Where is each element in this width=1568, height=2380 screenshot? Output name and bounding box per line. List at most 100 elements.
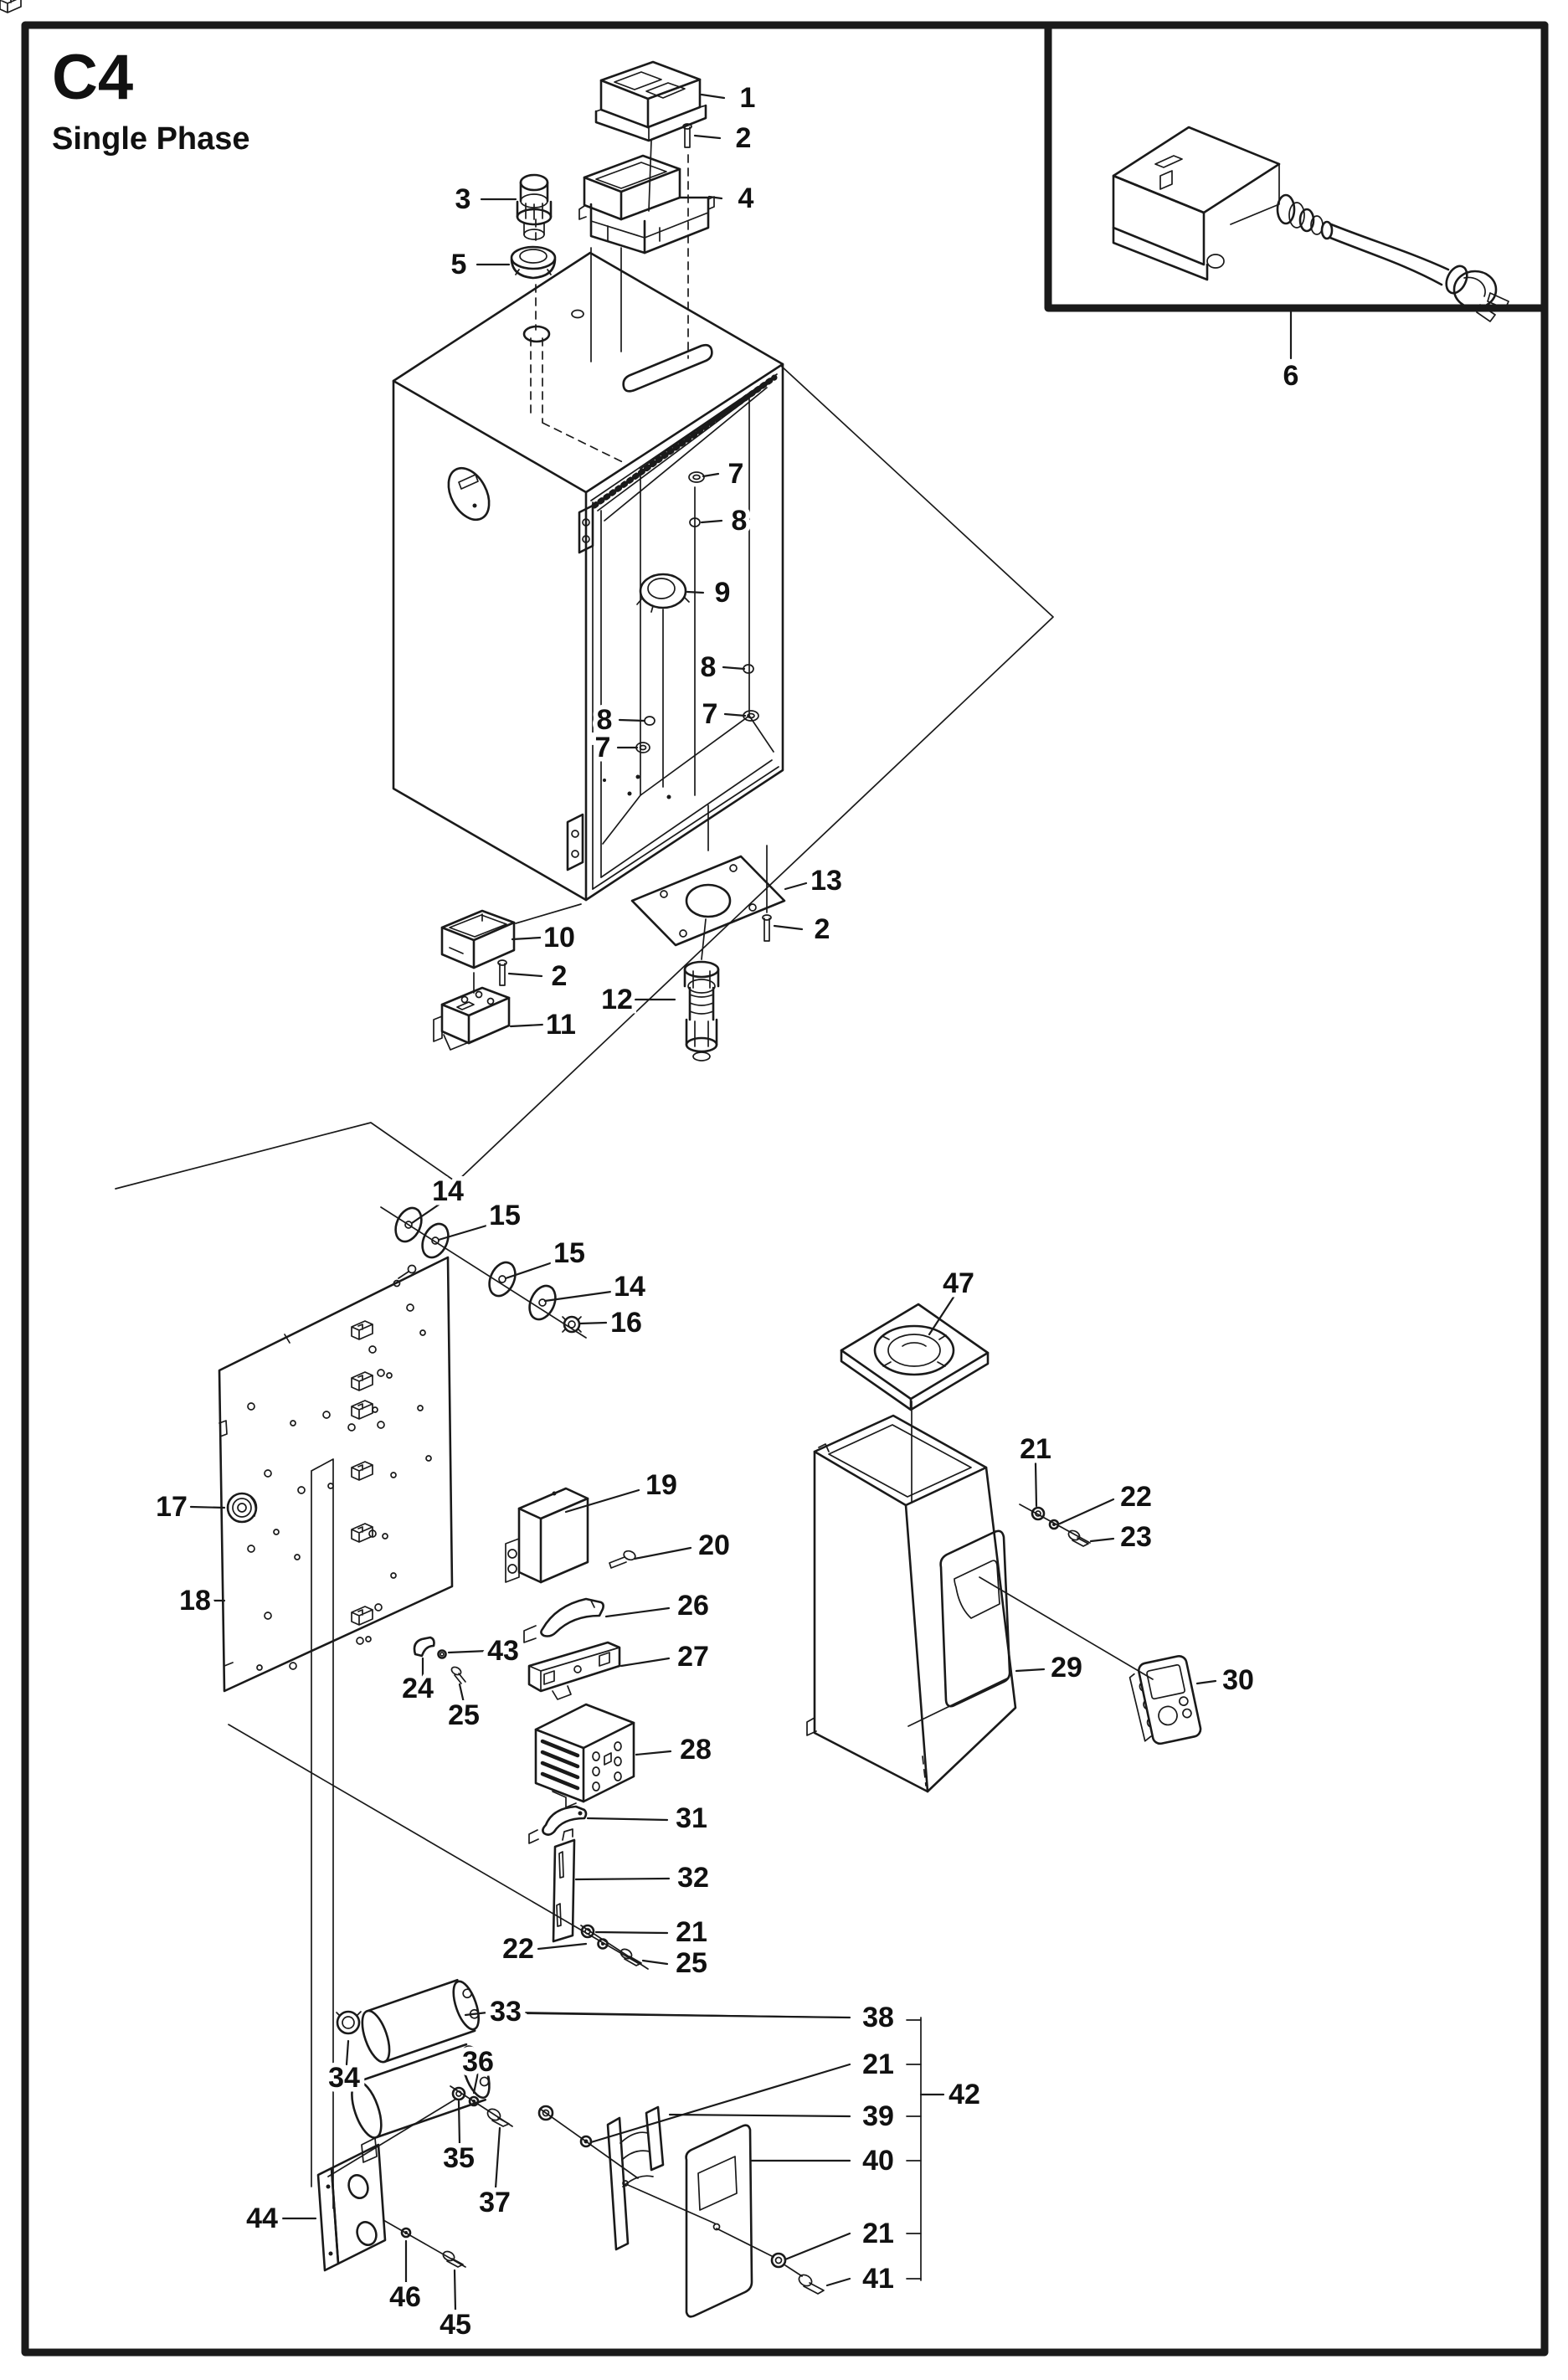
leader-line-14b xyxy=(543,1290,613,1303)
part-41-screw xyxy=(798,2274,825,2295)
part-46-stud xyxy=(400,2227,412,2239)
part-2c-screw xyxy=(762,914,772,942)
part-label-13: 13 xyxy=(810,865,842,897)
part-21e-nut xyxy=(770,2252,787,2269)
part-19-relay xyxy=(505,1487,589,1584)
leader-line-15a xyxy=(437,1222,494,1241)
part-label-12: 12 xyxy=(601,984,633,1015)
part-label-11: 11 xyxy=(546,1009,576,1041)
part-label-33: 33 xyxy=(490,1996,522,2028)
part-label-42: 42 xyxy=(949,2079,980,2110)
leader-line-26 xyxy=(604,1606,671,1618)
part-label-7b: 7 xyxy=(702,698,718,730)
leader-line-39 xyxy=(668,2113,851,2118)
part-label-1: 1 xyxy=(740,82,756,114)
part-8c-nut xyxy=(644,716,655,726)
part-13-gland-plate xyxy=(630,855,786,947)
part-label-19: 19 xyxy=(645,1469,677,1501)
part-label-30: 30 xyxy=(1222,1664,1254,1696)
part-11-appliance-socket xyxy=(433,986,511,1051)
leader-line-28 xyxy=(635,1750,672,1756)
part-45-screw xyxy=(442,2250,464,2268)
part-label-24: 24 xyxy=(402,1673,434,1704)
leader-line-43 xyxy=(447,1649,490,1654)
part-7c-washer xyxy=(635,742,650,753)
part-47-fan-plate xyxy=(840,1303,990,1411)
leader-line-1 xyxy=(700,93,726,100)
leader-line-25a xyxy=(458,1683,465,1704)
part-label-23: 23 xyxy=(1120,1521,1152,1553)
part-2-screw-top xyxy=(682,123,692,148)
leader-line-19 xyxy=(564,1488,640,1514)
part-label-2c: 2 xyxy=(815,913,830,945)
leader-line-21d xyxy=(589,2063,851,2144)
part-21b-nut xyxy=(580,1924,595,1939)
part-label-43: 43 xyxy=(487,1635,519,1667)
part-1-terminal-socket xyxy=(594,60,707,142)
part-9-ring xyxy=(636,573,690,613)
part-label-22a: 22 xyxy=(1120,1481,1152,1513)
part-label-7c: 7 xyxy=(595,732,611,763)
leader-line-8b xyxy=(722,666,746,671)
part-21d-washer xyxy=(579,2135,593,2148)
part-label-32: 32 xyxy=(677,1862,709,1894)
axis-part4-box xyxy=(590,247,622,362)
part-label-27: 27 xyxy=(677,1641,709,1673)
part-label-21a: 21 xyxy=(1020,1433,1051,1465)
part-label-5: 5 xyxy=(451,249,467,280)
part-label-15b: 15 xyxy=(553,1237,585,1269)
leader-line-34 xyxy=(345,2039,350,2066)
leader-line-29 xyxy=(1015,1668,1046,1673)
leader-line-17 xyxy=(189,1505,226,1509)
assembly-axes-bottom xyxy=(473,804,768,994)
part-label-9: 9 xyxy=(715,577,731,609)
part-label-29: 29 xyxy=(1051,1652,1082,1683)
part-34-ring xyxy=(336,2010,362,2035)
part-40-plate xyxy=(685,2124,753,2318)
leader-line-14a xyxy=(410,1201,443,1225)
cover-window xyxy=(939,1529,1011,1708)
part-18-mounting-panel xyxy=(0,0,454,1693)
leader-line-22b xyxy=(537,1942,588,1951)
part-label-20: 20 xyxy=(698,1529,730,1561)
page-subtitle: Single Phase xyxy=(52,121,250,157)
leader-line-27 xyxy=(619,1657,671,1668)
hinge-bottom xyxy=(566,813,584,871)
part-32-bracket-strip xyxy=(552,1828,576,1943)
leader-line-22a xyxy=(1058,1498,1115,1525)
part-28-terminal-block xyxy=(534,1703,635,1808)
leader-line-38 xyxy=(526,2012,851,2019)
oval-knockout xyxy=(447,466,491,522)
part-label-31: 31 xyxy=(676,1802,707,1834)
part-label-45: 45 xyxy=(440,2309,471,2341)
leader-line-31 xyxy=(586,1817,669,1822)
leader-line-20 xyxy=(633,1546,692,1560)
part-25a-screw xyxy=(450,1666,466,1684)
leader-line-8a xyxy=(700,519,723,524)
part-12-cable-gland xyxy=(683,960,720,1061)
leader-line-4 xyxy=(707,195,723,200)
leader-line-35 xyxy=(457,2100,461,2146)
power-cable-inset xyxy=(1044,21,1549,322)
part-label-46: 46 xyxy=(389,2281,421,2313)
part-20-screw xyxy=(609,1550,636,1569)
part-5-locknut xyxy=(510,245,557,280)
part-label-47: 47 xyxy=(943,1267,974,1299)
leader-line-15b xyxy=(504,1260,557,1280)
part-label-8b: 8 xyxy=(701,651,717,683)
part-label-37: 37 xyxy=(479,2187,511,2218)
page-border xyxy=(21,21,1549,2357)
leader-line-21b xyxy=(594,1930,669,1935)
part-36-stud xyxy=(468,2095,480,2107)
part-label-17: 17 xyxy=(156,1491,188,1523)
part-label-22b: 22 xyxy=(502,1933,534,1965)
part-label-26: 26 xyxy=(677,1590,709,1622)
leader-line-23 xyxy=(1089,1537,1115,1543)
part-label-14a: 14 xyxy=(432,1175,464,1207)
part-label-25a: 25 xyxy=(448,1699,480,1731)
part-label-35: 35 xyxy=(443,2142,475,2174)
washer-stack xyxy=(394,1206,582,1334)
part-2b-screw xyxy=(497,959,507,986)
